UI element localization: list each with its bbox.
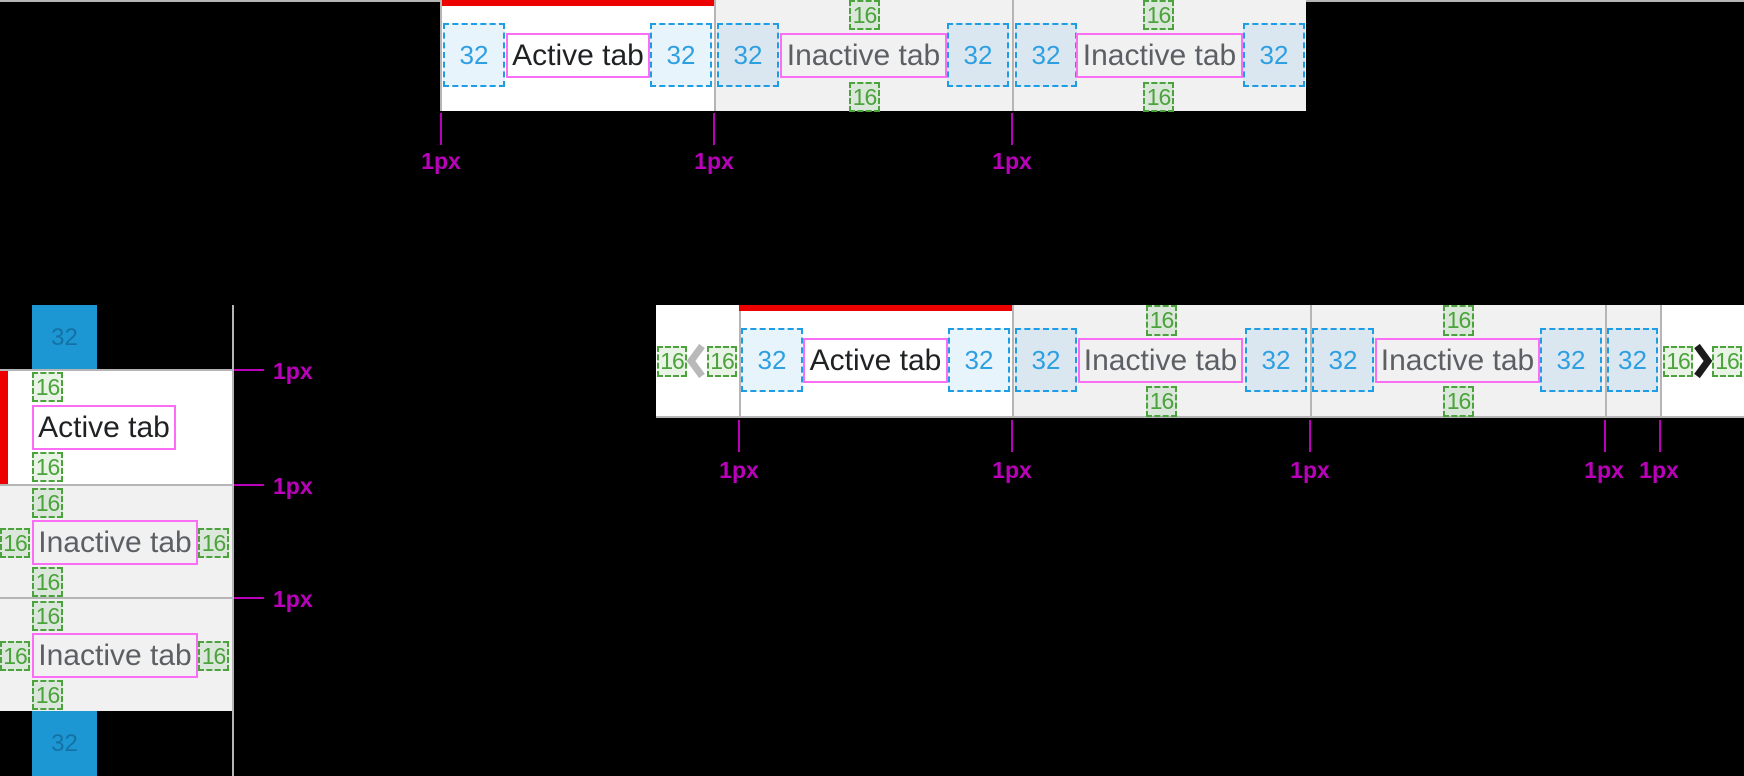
tab-divider bbox=[714, 0, 716, 111]
spacing-16-box: 16 bbox=[1146, 305, 1177, 336]
clipped-tab[interactable] bbox=[1607, 305, 1660, 416]
border-1px-tick bbox=[738, 420, 740, 452]
spacing-16-box: 16 bbox=[849, 82, 880, 112]
margin-32-square: 32 bbox=[32, 711, 97, 776]
spacing-16-box: 16 bbox=[198, 641, 229, 671]
spacing-16-box: 16 bbox=[32, 372, 63, 402]
row-divider bbox=[0, 369, 232, 371]
padding-32-box: 32 bbox=[1015, 23, 1077, 87]
border-1px-label: 1px bbox=[1639, 457, 1679, 483]
border-1px-label: 1px bbox=[694, 148, 734, 174]
border-1px-tick bbox=[1011, 420, 1013, 452]
chevron-left-icon[interactable] bbox=[685, 343, 707, 379]
spacing-16-box: 16 bbox=[1443, 386, 1474, 417]
tab-label: Inactive tab bbox=[780, 33, 947, 78]
tab-inactive[interactable] bbox=[716, 0, 1012, 111]
scroll-left-button[interactable] bbox=[656, 305, 739, 416]
tab-label: Active tab bbox=[32, 405, 176, 450]
border-1px-tick bbox=[234, 369, 264, 371]
vertical-tab-inactive[interactable] bbox=[0, 599, 232, 711]
spacing-16-box: 16 bbox=[198, 528, 229, 558]
tab-active[interactable] bbox=[741, 305, 1012, 416]
tab-divider bbox=[1012, 305, 1014, 416]
tab-label: Inactive tab bbox=[32, 633, 198, 678]
row-divider bbox=[0, 597, 232, 599]
spacing-16-box: 16 bbox=[1712, 346, 1742, 377]
border-1px-tick bbox=[440, 113, 442, 145]
border-1px-tick bbox=[1309, 420, 1311, 452]
spacing-16-box: 16 bbox=[32, 488, 63, 518]
spacing-16-box: 16 bbox=[1146, 386, 1177, 417]
spacing-16-box: 16 bbox=[32, 680, 63, 710]
border-1px-label: 1px bbox=[273, 358, 313, 384]
spacing-16-box: 16 bbox=[0, 528, 30, 558]
border-1px-tick bbox=[1604, 420, 1606, 452]
margin-32-square: 32 bbox=[32, 305, 97, 370]
spacing-16-box: 16 bbox=[1663, 346, 1693, 377]
padding-32-box: 32 bbox=[1245, 328, 1307, 392]
border-1px-label: 1px bbox=[719, 457, 759, 483]
spacing-16-box: 16 bbox=[1143, 82, 1174, 112]
spacing-16-box: 16 bbox=[32, 452, 63, 482]
tab-label: Inactive tab bbox=[32, 520, 198, 565]
padding-32-box: 32 bbox=[650, 23, 712, 87]
tab-inactive[interactable] bbox=[1312, 305, 1605, 416]
padding-32-box: 32 bbox=[1015, 328, 1077, 392]
tab-label: Inactive tab bbox=[1076, 33, 1243, 78]
border-1px-label: 1px bbox=[992, 148, 1032, 174]
padding-32-box: 32 bbox=[443, 23, 505, 87]
tab-label: Active tab bbox=[506, 33, 650, 78]
border-1px-label: 1px bbox=[273, 473, 313, 499]
padding-32-box: 32 bbox=[948, 328, 1010, 392]
tab-label: Inactive tab bbox=[1375, 338, 1540, 383]
border-1px-tick bbox=[713, 113, 715, 145]
tab-label: Active tab bbox=[803, 338, 948, 383]
padding-32-box: 32 bbox=[1607, 328, 1658, 392]
padding-32-box: 32 bbox=[1243, 23, 1305, 87]
tab-divider bbox=[1310, 305, 1312, 416]
border-1px-tick bbox=[234, 597, 264, 599]
vertical-tab-active[interactable] bbox=[0, 371, 232, 484]
border-1px-label: 1px bbox=[1584, 457, 1624, 483]
spacing-16-box: 16 bbox=[1443, 305, 1474, 336]
tab-inactive[interactable] bbox=[1014, 305, 1310, 416]
padding-32-box: 32 bbox=[1312, 328, 1374, 392]
vertical-tab-inactive[interactable] bbox=[0, 486, 232, 597]
tab-divider bbox=[1660, 305, 1662, 416]
chevron-right-icon[interactable] bbox=[1692, 343, 1714, 379]
padding-32-box: 32 bbox=[717, 23, 779, 87]
tab-divider bbox=[739, 305, 741, 416]
active-tab-accent-bar bbox=[442, 0, 714, 6]
spacing-16-box: 16 bbox=[849, 0, 880, 30]
active-tab-accent-bar bbox=[0, 371, 8, 484]
tab-divider bbox=[1012, 0, 1014, 111]
border-1px-tick bbox=[1011, 113, 1013, 145]
border-1px-label: 1px bbox=[1290, 457, 1330, 483]
scroll-bar-bottom-border bbox=[656, 416, 1744, 418]
spacing-16-box: 16 bbox=[657, 346, 687, 377]
spacing-16-box: 16 bbox=[1143, 0, 1174, 30]
top-bar-left-border bbox=[440, 0, 442, 111]
spacing-16-box: 16 bbox=[0, 641, 30, 671]
tab-label: Inactive tab bbox=[1078, 338, 1243, 383]
padding-32-box: 32 bbox=[1540, 328, 1602, 392]
spacing-16-box: 16 bbox=[32, 601, 63, 631]
spacing-16-box: 16 bbox=[707, 346, 737, 377]
tab-divider bbox=[1605, 305, 1607, 416]
row-divider bbox=[0, 484, 232, 486]
spacing-16-box: 16 bbox=[32, 567, 63, 597]
scroll-right-button[interactable] bbox=[1662, 305, 1744, 416]
tab-inactive[interactable] bbox=[1014, 0, 1306, 111]
border-1px-label: 1px bbox=[992, 457, 1032, 483]
padding-32-box: 32 bbox=[947, 23, 1009, 87]
padding-32-box: 32 bbox=[741, 328, 803, 392]
border-1px-tick bbox=[1659, 420, 1661, 452]
active-tab-accent-bar bbox=[739, 305, 1012, 311]
border-1px-label: 1px bbox=[421, 148, 461, 174]
border-1px-tick bbox=[234, 484, 264, 486]
vertical-tabs-right-border bbox=[232, 305, 234, 776]
border-1px-label: 1px bbox=[273, 586, 313, 612]
tab-active[interactable] bbox=[442, 0, 714, 111]
